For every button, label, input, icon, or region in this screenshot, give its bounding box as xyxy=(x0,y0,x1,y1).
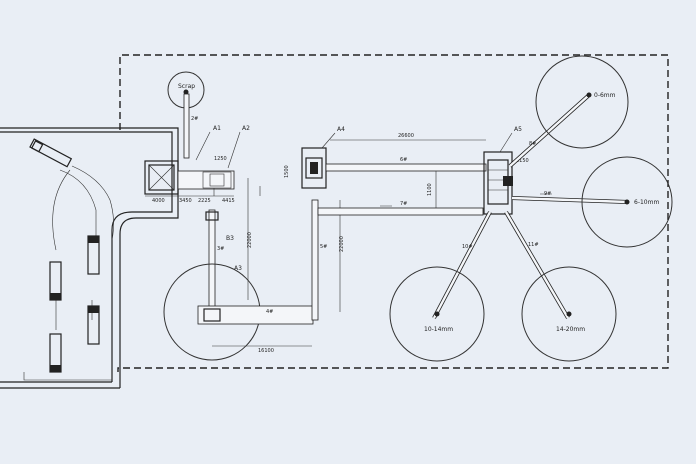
svg-text:10#: 10# xyxy=(462,244,473,250)
svg-text:1250: 1250 xyxy=(214,156,227,162)
svg-text:3150: 3150 xyxy=(516,158,529,164)
svg-text:8#: 8# xyxy=(529,141,536,147)
haul-route-3 xyxy=(52,169,71,251)
stockpile-14-20 xyxy=(521,266,617,362)
haul-truck-1 xyxy=(87,235,100,275)
svg-text:11#: 11# xyxy=(528,242,539,248)
svg-text:5#: 5# xyxy=(320,244,327,250)
svg-text:22000: 22000 xyxy=(247,232,253,248)
svg-text:4415: 4415 xyxy=(222,198,235,204)
svg-text:7#: 7# xyxy=(400,201,407,207)
building-outline xyxy=(0,127,179,389)
svg-text:6-10mm: 6-10mm xyxy=(634,199,659,206)
haul-truck-2 xyxy=(49,261,62,301)
tag-b3: B3 xyxy=(226,235,234,242)
svg-text:0-6mm: 0-6mm xyxy=(594,92,616,99)
svg-text:3#: 3# xyxy=(217,246,224,252)
tag-a3: A3 xyxy=(234,265,242,272)
loader-vehicle xyxy=(29,138,73,168)
scrap-conveyor xyxy=(183,93,190,159)
haul-truck-3 xyxy=(87,305,100,345)
svg-text:26600: 26600 xyxy=(398,133,414,139)
haul-route-1 xyxy=(71,165,114,241)
tag-a2: A2 xyxy=(242,125,250,132)
svg-text:3450: 3450 xyxy=(179,198,192,204)
svg-text:1500: 1500 xyxy=(284,165,290,178)
stockpile-0-6 xyxy=(535,55,629,149)
svg-text:6#: 6# xyxy=(400,157,407,163)
tertiary-station-a4 xyxy=(301,147,327,189)
conveyor-5 xyxy=(311,199,319,321)
svg-text:16100: 16100 xyxy=(258,348,274,354)
screening-station-a5 xyxy=(483,151,513,215)
scrap-label: Scrap xyxy=(178,83,195,90)
haul-truck-4 xyxy=(49,333,62,373)
svg-text:2225: 2225 xyxy=(198,198,211,204)
svg-text:4000: 4000 xyxy=(152,198,165,204)
tag-a5: A5 xyxy=(514,126,522,133)
svg-text:22000: 22000 xyxy=(339,236,345,252)
svg-text:14-20mm: 14-20mm xyxy=(556,326,585,333)
tag-a4: A4 xyxy=(337,126,345,133)
site-boundary xyxy=(117,54,669,372)
tag-a1: A1 xyxy=(213,125,221,132)
conveyor-7 xyxy=(317,207,484,216)
conveyor-3 xyxy=(208,209,216,311)
conveyor-6 xyxy=(325,163,487,172)
svg-text:10-14mm: 10-14mm xyxy=(424,326,453,333)
main-conveyor-1 xyxy=(177,170,235,190)
svg-text:4#: 4# xyxy=(266,309,273,315)
primary-feeder xyxy=(144,160,179,195)
stockpile-6-10 xyxy=(581,156,673,248)
svg-text:2#: 2# xyxy=(191,116,198,122)
haul-route-2 xyxy=(59,169,97,240)
svg-text:1100: 1100 xyxy=(427,183,433,196)
stockpile-10-14 xyxy=(389,266,485,362)
